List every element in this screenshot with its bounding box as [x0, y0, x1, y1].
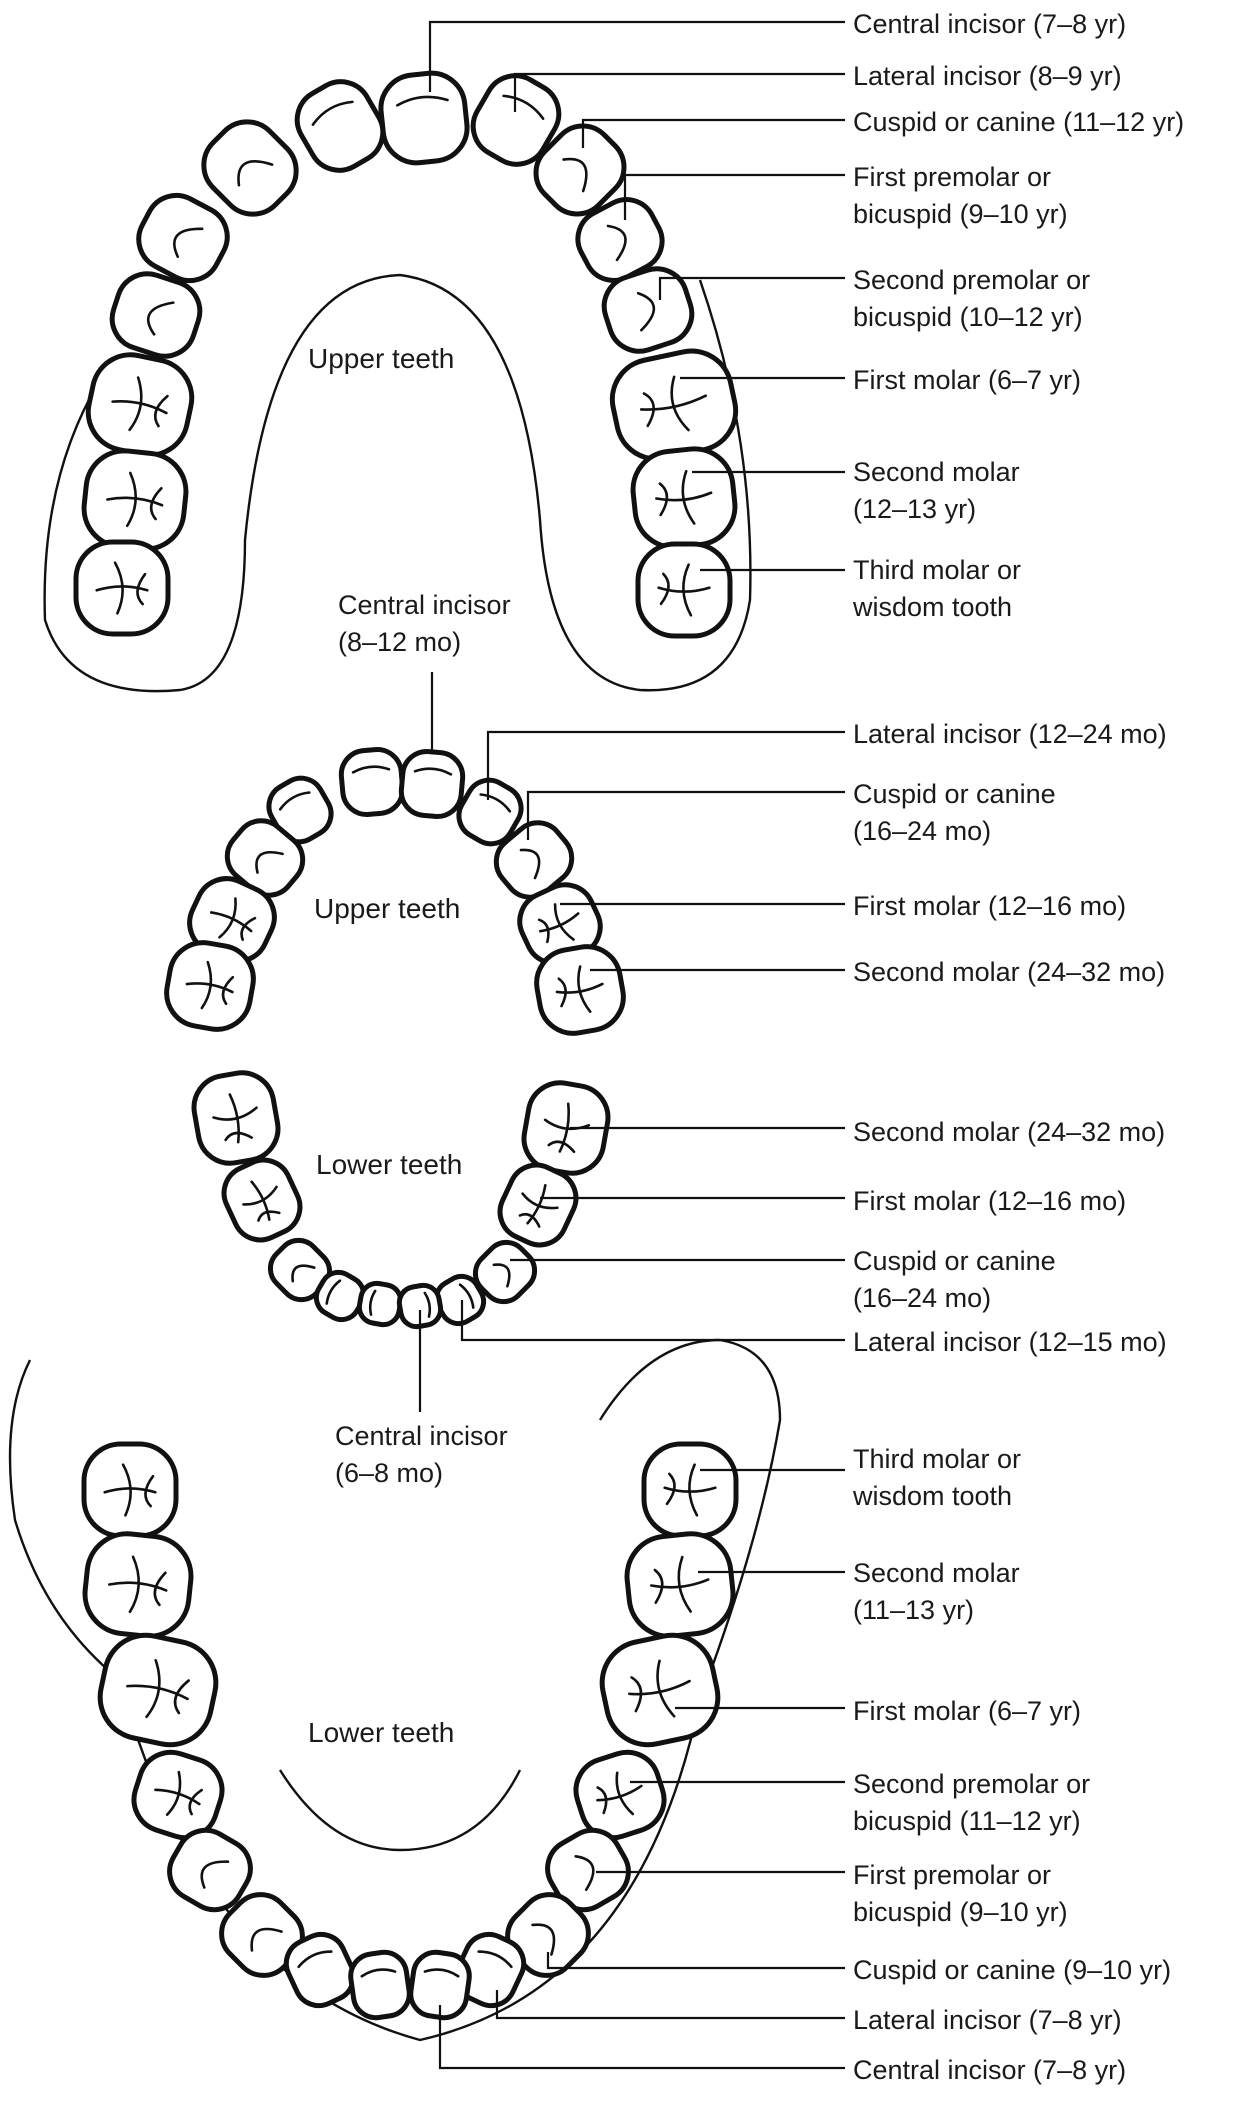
- upper-gum-outline: [43, 273, 752, 693]
- perm-lower-tooth: [167, 1827, 253, 1913]
- prim-lower-tooth: [313, 1269, 367, 1323]
- prim-lower-tooth: [191, 1070, 281, 1166]
- perm-upper-tooth: [378, 70, 470, 166]
- perm-upper-tooth: [81, 448, 189, 552]
- perm-lower-tooth: [82, 1531, 194, 1639]
- leader-line: [428, 20, 845, 92]
- label-prim-lower-lateral-incisor: Lateral incisor (12–15 mo): [853, 1327, 1167, 1357]
- perm-upper-tooth: [533, 123, 627, 217]
- leader-line: [438, 2005, 845, 2070]
- lower-tongue-outline: [278, 1769, 522, 1852]
- leader-lines: [418, 20, 845, 2070]
- perm-lower-tooth: [97, 1632, 219, 1748]
- prim-upper-tooth: [164, 940, 256, 1032]
- label-perm-lower-first-molar: First molar (6–7 yr): [853, 1696, 1082, 1726]
- leader-line: [546, 1952, 845, 1970]
- label-prim-upper-lateral-incisor: Lateral incisor (12–24 mo): [853, 719, 1167, 749]
- region-label-primary-upper: Upper teeth: [314, 893, 461, 924]
- prim-lower-tooth: [472, 1239, 538, 1305]
- perm-lower-tooth: [545, 1827, 631, 1913]
- label-perm-lower-central-incisor: Central incisor (7–8 yr): [853, 2055, 1127, 2085]
- perm-upper-tooth: [635, 541, 733, 639]
- gum-outlines: [8, 273, 782, 2042]
- perm-lower-tooth: [348, 1949, 412, 2021]
- leader-line: [526, 790, 845, 840]
- perm-lower-tooth: [599, 1632, 721, 1748]
- label-prim-upper-first-molar: First molar (12–16 mo): [853, 891, 1127, 921]
- perm-upper-tooth: [601, 266, 695, 354]
- label-perm-lower-lateral-incisor: Lateral incisor (7–8 yr): [853, 2005, 1122, 2035]
- label-perm-upper-lateral-incisor: Lateral incisor (8–9 yr): [853, 61, 1122, 91]
- perm-upper-tooth: [109, 271, 203, 359]
- perm-lower-tooth: [283, 1931, 357, 2009]
- perm-upper-tooth: [73, 539, 171, 637]
- prim-lower-tooth: [396, 1282, 444, 1330]
- perm-lower-tooth: [131, 1749, 225, 1841]
- perm-upper-tooth: [294, 79, 386, 173]
- perm-lower-tooth: [81, 1441, 179, 1539]
- prim-lower-tooth: [497, 1162, 579, 1248]
- perm-upper-tooth: [630, 446, 738, 550]
- prim-upper-tooth: [456, 777, 524, 847]
- label-perm-lower-second-molar: Second molar(11–13 yr): [853, 1558, 1020, 1625]
- perm-lower-tooth: [641, 1441, 739, 1539]
- label-prim-lower-first-molar: First molar (12–16 mo): [853, 1186, 1127, 1216]
- leader-line: [581, 118, 845, 148]
- prim-upper-tooth: [398, 749, 466, 819]
- label-perm-upper-first-molar: First molar (6–7 yr): [853, 365, 1082, 395]
- prim-lower-tooth: [356, 1280, 404, 1328]
- label-perm-upper-canine: Cuspid or canine (11–12 yr): [853, 107, 1185, 137]
- label-prim-lower-central-incisor: Central incisor(6–8 mo): [335, 1421, 508, 1488]
- leader-line: [495, 1990, 845, 2020]
- region-label-permanent-lower: Lower teeth: [308, 1717, 455, 1748]
- label-prim-upper-central-incisor: Central incisor(8–12 mo): [338, 590, 511, 657]
- perm-upper-tooth: [609, 348, 739, 462]
- label-perm-upper-second-molar: Second molar(12–13 yr): [853, 457, 1020, 524]
- prim-upper-tooth: [493, 820, 575, 900]
- perm-upper-tooth: [201, 119, 299, 217]
- perm-upper-tooth: [85, 352, 195, 458]
- label-prim-lower-second-molar: Second molar (24–32 mo): [853, 1117, 1166, 1147]
- leader-line: [460, 1300, 845, 1342]
- region-label-primary-lower: Lower teeth: [316, 1149, 463, 1180]
- leader-line: [623, 173, 845, 220]
- region-label-permanent-upper: Upper teeth: [308, 343, 455, 374]
- perm-lower-tooth: [624, 1531, 736, 1639]
- perm-upper-tooth: [470, 73, 562, 167]
- lower-gum-outline: [8, 1338, 782, 2042]
- label-prim-lower-canine: Cuspid or canine(16–24 mo): [853, 1246, 1056, 1313]
- leader-line: [658, 276, 845, 300]
- label-prim-upper-second-molar: Second molar (24–32 mo): [853, 957, 1166, 987]
- prim-upper-tooth: [187, 876, 277, 964]
- perm-upper-tooth: [136, 192, 230, 284]
- perm-lower-tooth: [408, 1949, 472, 2021]
- leader-line: [486, 730, 845, 800]
- teeth: [73, 70, 739, 2021]
- label-prim-upper-canine: Cuspid or canine(16–24 mo): [853, 779, 1056, 846]
- prim-upper-tooth: [534, 944, 626, 1036]
- prim-upper-tooth: [338, 747, 406, 817]
- prim-lower-tooth: [221, 1157, 303, 1243]
- label-perm-lower-canine: Cuspid or canine (9–10 yr): [853, 1955, 1172, 1985]
- leader-line: [513, 72, 845, 112]
- label-perm-upper-central-incisor: Central incisor (7–8 yr): [853, 9, 1127, 39]
